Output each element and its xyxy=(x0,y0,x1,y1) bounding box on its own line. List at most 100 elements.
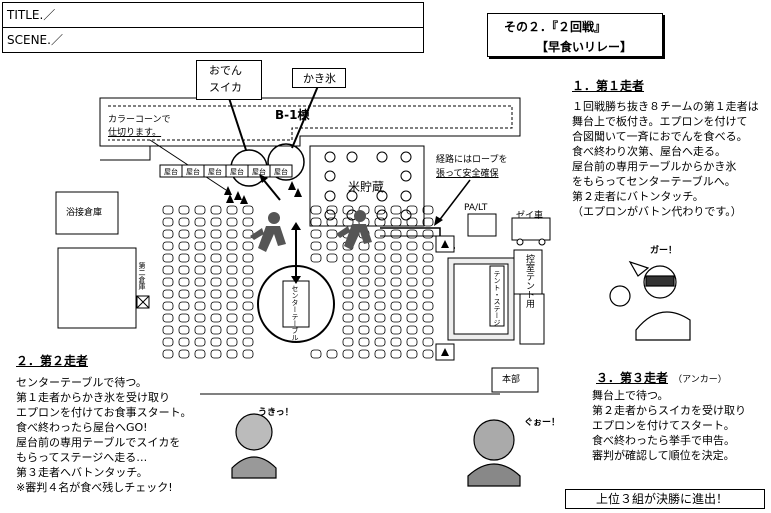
seat xyxy=(210,289,222,299)
seat xyxy=(178,301,190,311)
seat xyxy=(326,253,338,263)
header-line1: その２．『２回戦』 xyxy=(504,20,607,34)
seat xyxy=(162,253,174,263)
seat xyxy=(242,253,254,263)
center-table-label: センターテーブル xyxy=(291,285,299,341)
seat xyxy=(178,349,190,359)
seat xyxy=(406,313,418,323)
header-line2: 【早食いリレー】 xyxy=(536,40,633,54)
seat xyxy=(194,349,206,359)
seat xyxy=(422,337,434,347)
rope-note-1: 経路にはロープを xyxy=(436,155,508,165)
seat xyxy=(326,217,338,227)
seat xyxy=(326,349,338,359)
result-text: 上位３組が決勝に進出！ xyxy=(596,492,729,506)
section3-heading: ３．第３走者 xyxy=(596,371,669,385)
seat xyxy=(226,337,238,347)
rice-storage-label: 米貯蔵 xyxy=(348,180,385,194)
seat xyxy=(210,349,222,359)
section1-line: （エプロンがバトン代わりです。） xyxy=(572,205,742,218)
seat xyxy=(406,253,418,263)
seat xyxy=(178,253,190,263)
seat xyxy=(194,253,206,263)
section1-line: 舞台上で板付き。エプロンを付けて xyxy=(572,115,748,128)
seat xyxy=(226,205,238,215)
seat xyxy=(422,217,434,227)
seat xyxy=(406,217,418,227)
seat xyxy=(242,277,254,287)
rope-note-2: 張って安全確保 xyxy=(436,169,499,179)
seat xyxy=(358,289,370,299)
suika-label: スイカ xyxy=(209,81,242,94)
seat xyxy=(194,325,206,335)
tent-use-label: 控室テント用 xyxy=(524,254,534,308)
seat xyxy=(178,265,190,275)
seat xyxy=(342,337,354,347)
seat xyxy=(162,265,174,275)
oden-suika-callout: おでん スイカ xyxy=(196,60,262,100)
seat xyxy=(342,325,354,335)
seat xyxy=(374,349,386,359)
seat xyxy=(162,241,174,251)
seat xyxy=(358,337,370,347)
seat xyxy=(326,229,338,239)
seat xyxy=(342,265,354,275)
seat xyxy=(242,241,254,251)
seat xyxy=(422,289,434,299)
seat xyxy=(422,313,434,323)
stall-label-4: 屋台 xyxy=(230,168,244,176)
seat xyxy=(210,277,222,287)
seat xyxy=(374,289,386,299)
seat xyxy=(422,229,434,239)
seat xyxy=(422,301,434,311)
seat xyxy=(226,253,238,263)
seat xyxy=(210,301,222,311)
seat xyxy=(374,265,386,275)
seat xyxy=(390,241,402,251)
section2-line: 第３走者へバトンタッチ。 xyxy=(16,466,148,479)
section2-heading: ２．第２走者 xyxy=(16,354,89,368)
seat xyxy=(162,325,174,335)
seat xyxy=(226,325,238,335)
section2-line: ※審判４名が食べ残しチェック! xyxy=(16,481,173,494)
seat xyxy=(390,325,402,335)
seat xyxy=(390,277,402,287)
seat xyxy=(310,241,322,251)
seat xyxy=(406,277,418,287)
title-label: TITLE.／ xyxy=(7,8,56,22)
section2-body: センターテーブルで待つ。 第１走者からかき氷を受け取り エプロンを付けてお食事ス… xyxy=(16,375,191,495)
seat xyxy=(422,205,434,215)
seat xyxy=(406,229,418,239)
seat xyxy=(242,349,254,359)
station-label: ゼイ車 xyxy=(516,211,544,221)
seat xyxy=(226,277,238,287)
seat xyxy=(210,241,222,251)
section3-line: 審判が確認して順位を決定。 xyxy=(592,449,735,462)
stall-label-3: 屋台 xyxy=(208,168,222,176)
section3-heading-note: （アンカー） xyxy=(673,375,727,385)
pa-lt-label: PA/LT xyxy=(464,203,488,213)
seat xyxy=(194,217,206,227)
section3-body: 舞台上で待つ。 第２走者からスイカを受け取り エプロンを付けてスタート。 食べ終… xyxy=(592,388,746,463)
scene-label: SCENE.／ xyxy=(7,33,63,47)
seat xyxy=(210,325,222,335)
seat xyxy=(242,265,254,275)
seat xyxy=(210,337,222,347)
seat xyxy=(422,349,434,359)
seat xyxy=(162,289,174,299)
seat xyxy=(310,205,322,215)
section1-line: 第２走者にバトンタッチ。 xyxy=(572,190,704,203)
seat xyxy=(390,289,402,299)
seat xyxy=(242,337,254,347)
seat xyxy=(326,241,338,251)
seat xyxy=(162,301,174,311)
seat xyxy=(178,205,190,215)
seat xyxy=(226,301,238,311)
section3-line: エプロンを付けてスタート。 xyxy=(592,419,735,432)
seat xyxy=(358,349,370,359)
seat xyxy=(178,313,190,323)
stall-label-1: 屋台 xyxy=(164,168,178,176)
seat xyxy=(242,301,254,311)
cone-note-1: カラーコーンで xyxy=(108,115,171,125)
section2-line: 屋台前の専用テーブルでスイカを xyxy=(16,436,181,449)
